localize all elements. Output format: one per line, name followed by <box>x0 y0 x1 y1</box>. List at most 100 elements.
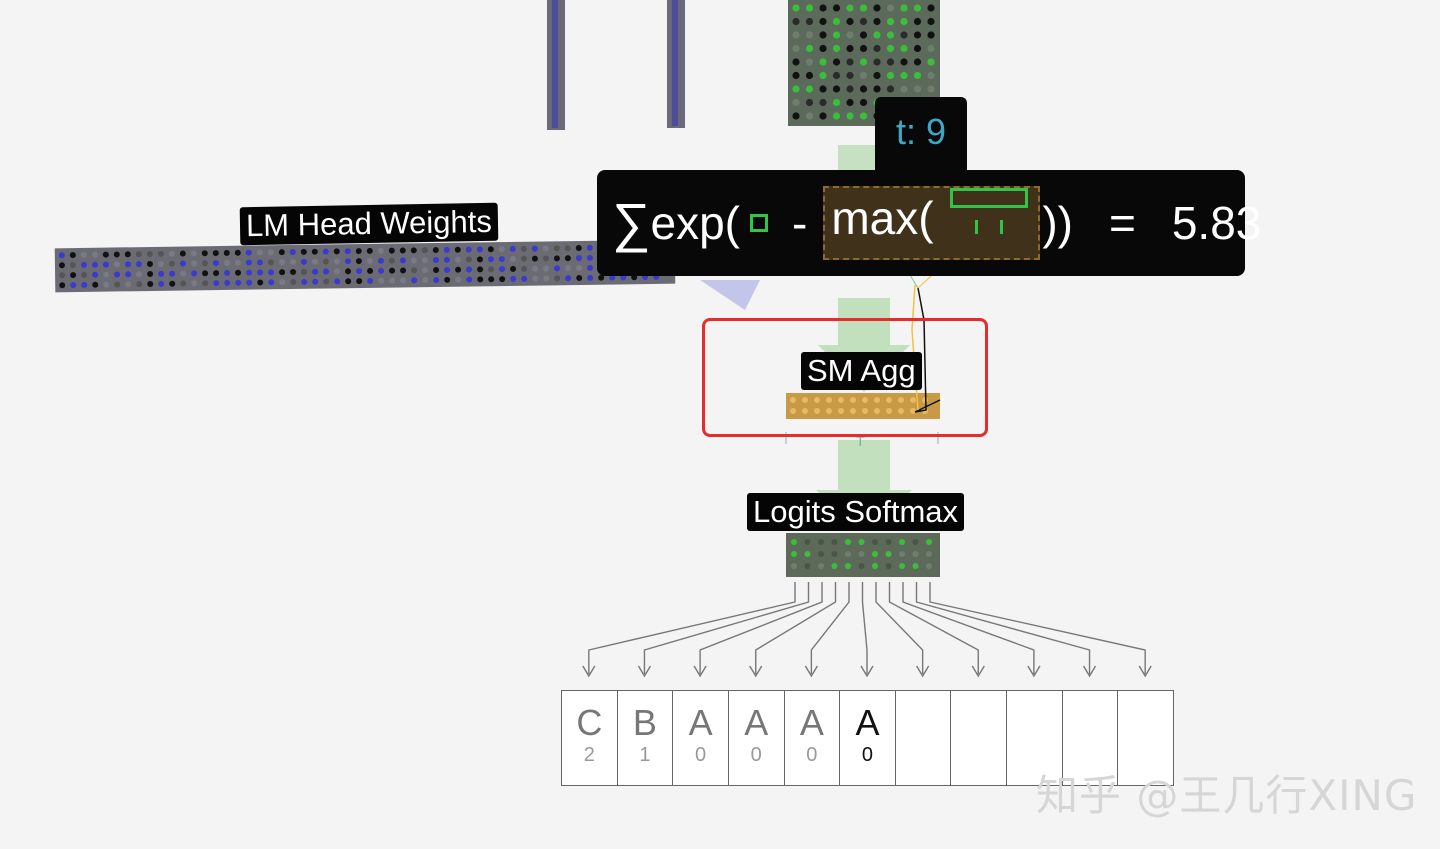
weight-cell <box>399 257 406 264</box>
weight-cell <box>147 271 154 278</box>
weight-cell <box>499 276 506 283</box>
output-arrowhead <box>582 665 596 678</box>
token-index: 0 <box>861 744 874 766</box>
logit-cell <box>804 539 811 545</box>
agg-marker: T <box>856 433 865 449</box>
weight-cell <box>113 261 120 268</box>
left-weight-bar-inner <box>552 0 558 128</box>
matrix-cell <box>832 71 841 80</box>
matrix-cell <box>900 71 908 80</box>
token-char: B <box>632 702 657 743</box>
weight-cell <box>532 275 539 282</box>
weight-cell <box>367 267 374 274</box>
matrix-cell <box>886 58 895 66</box>
equals-sign: = <box>1108 197 1136 249</box>
agg-cell <box>898 397 904 403</box>
token-index: 0 <box>750 744 762 766</box>
matrix-cell <box>913 4 922 12</box>
weight-cell <box>543 265 550 272</box>
weight-cell <box>234 259 241 266</box>
output-arrows <box>582 582 1152 678</box>
logit-cell <box>912 563 919 569</box>
logit-cell <box>858 563 865 569</box>
weight-cell <box>92 281 99 288</box>
weight-cell <box>487 246 494 253</box>
logit-cell <box>912 539 919 545</box>
logit-cell <box>926 563 932 569</box>
weight-cell <box>521 265 528 272</box>
matrix-cell <box>873 31 881 39</box>
weight-cell <box>433 277 440 284</box>
weight-cell <box>114 281 121 288</box>
agg-cell <box>850 397 856 403</box>
weight-cell <box>345 278 352 285</box>
weight-cell <box>531 255 538 262</box>
agg-cell <box>910 397 916 403</box>
logit-cell <box>899 551 905 557</box>
matrix-cell <box>873 4 881 12</box>
weight-cell <box>223 249 230 256</box>
weight-cell <box>257 269 264 276</box>
weight-cell <box>80 251 87 258</box>
weight-cell <box>411 277 418 284</box>
matrix-cell <box>859 17 868 26</box>
weight-cell <box>476 246 483 253</box>
output-arrowhead <box>749 665 763 678</box>
weight-cell <box>333 248 340 255</box>
agg-cell <box>898 408 904 414</box>
output-arrowhead <box>804 665 818 678</box>
closing-parens: )) <box>1042 197 1073 249</box>
output-arrowhead <box>971 665 985 678</box>
weight-cell <box>190 260 197 267</box>
matrix-cell <box>792 98 800 107</box>
matrix-cell <box>873 44 881 53</box>
weight-cell <box>531 245 538 252</box>
weight-cell <box>576 275 583 282</box>
lm-head-arrow <box>700 280 760 310</box>
weight-cell <box>289 249 296 256</box>
weight-cell <box>510 265 517 272</box>
weight-cell <box>575 255 582 262</box>
weight-cell <box>169 270 176 277</box>
weight-cell <box>509 245 516 252</box>
matrix-cell <box>805 17 814 26</box>
weight-cell <box>312 268 319 275</box>
token-char: A <box>744 702 769 743</box>
weight-cell <box>157 250 164 257</box>
weight-cell <box>466 276 473 283</box>
weight-cell <box>366 257 373 264</box>
matrix-cell <box>805 85 814 93</box>
weight-cell <box>488 276 495 283</box>
output-arrowhead <box>1027 665 1041 678</box>
weight-cell <box>224 269 231 276</box>
matrix-cell <box>832 31 841 39</box>
weight-cell <box>279 279 286 286</box>
logit-cell <box>818 551 824 557</box>
weight-cell <box>323 278 330 285</box>
agg-cell <box>814 408 820 414</box>
weight-cell <box>454 246 461 253</box>
weight-cell <box>576 265 583 272</box>
weight-cell <box>180 280 187 287</box>
weight-cell <box>103 281 110 288</box>
weight-cell <box>279 269 286 276</box>
matrix-cell <box>846 58 854 66</box>
weight-cell <box>201 260 208 267</box>
weight-cell <box>465 246 472 253</box>
weight-cell <box>422 267 429 274</box>
matrix-cell <box>832 58 841 66</box>
logits-dots <box>791 539 932 569</box>
weight-cell <box>267 259 274 266</box>
weight-cell <box>58 252 65 259</box>
weight-cell <box>586 254 593 261</box>
max-open: max( <box>831 192 934 244</box>
agg-cell <box>886 397 892 403</box>
agg-cell <box>826 397 832 403</box>
weight-cell <box>278 249 285 256</box>
weight-cell <box>102 251 109 258</box>
matrix-cell <box>927 85 935 93</box>
weight-cell <box>103 271 110 278</box>
weight-cell <box>147 281 154 288</box>
output-arrowhead <box>637 665 652 678</box>
